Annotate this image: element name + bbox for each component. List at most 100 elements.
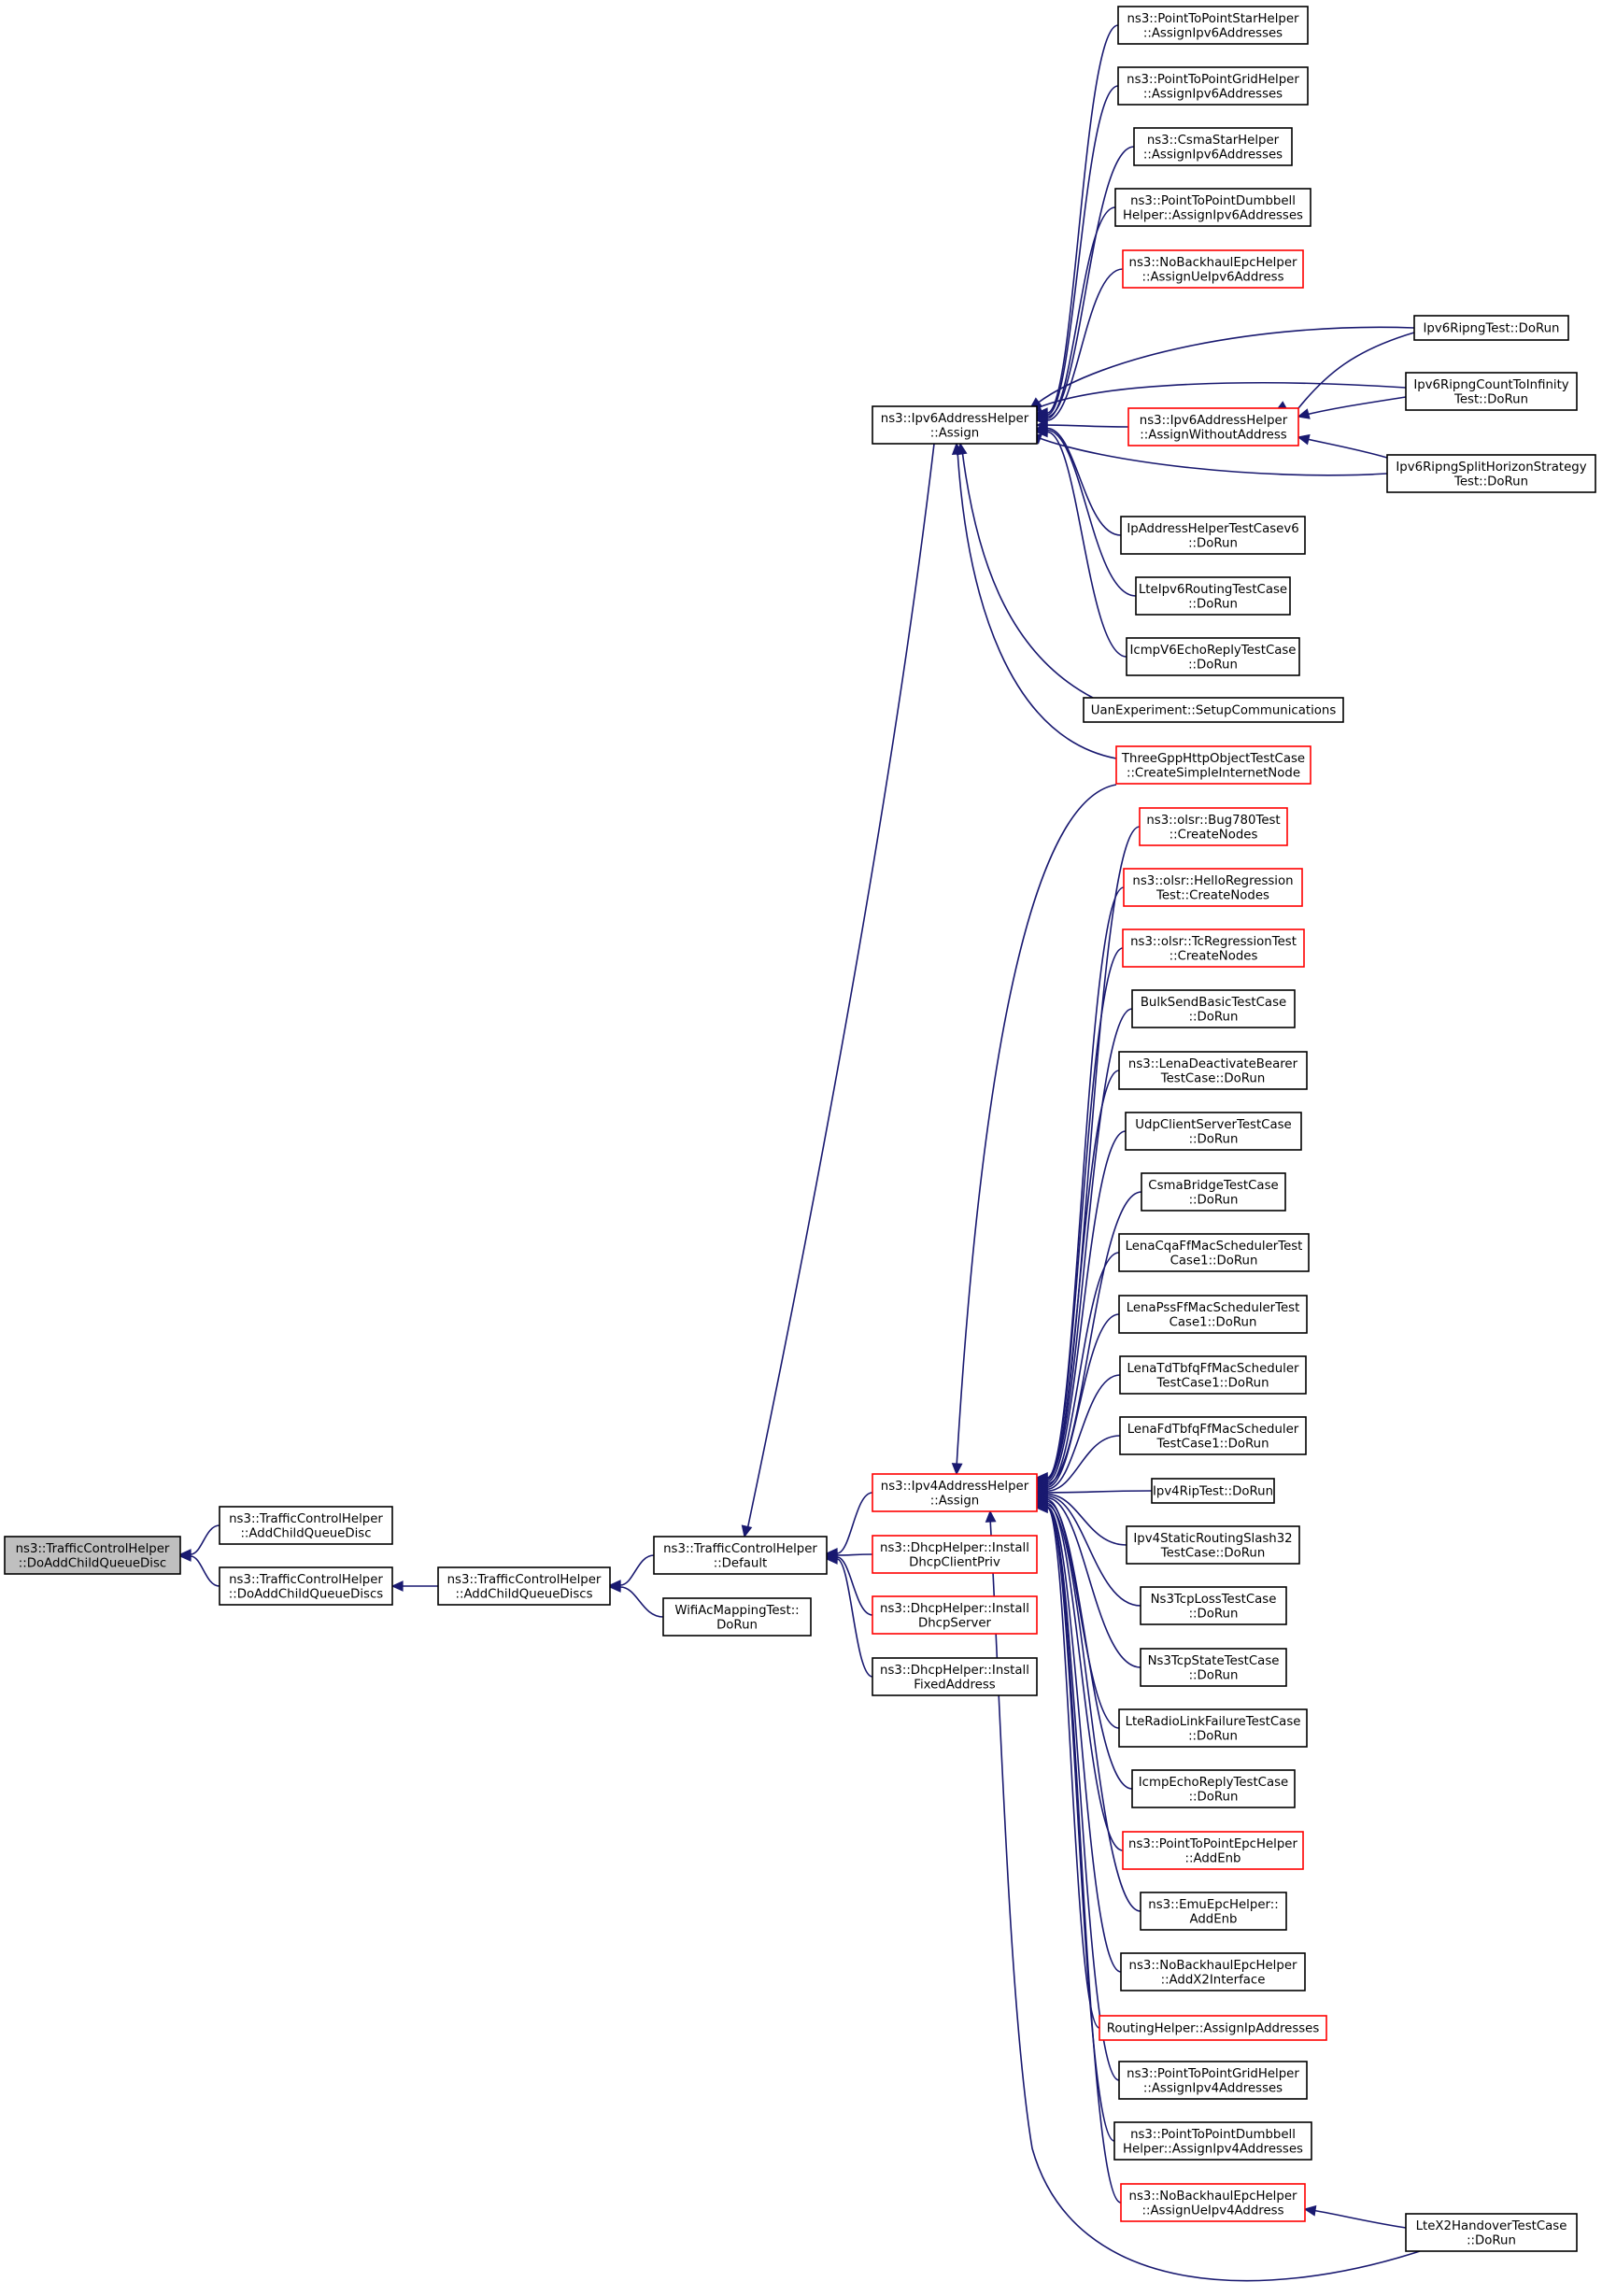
node-label-line: ::CreateNodes bbox=[1170, 949, 1258, 963]
edge-ipv6ripcount-to-ipv6assign bbox=[1028, 382, 1407, 413]
node-p2pgrid6[interactable]: ns3::PointToPointGridHelper::AssignIpv6A… bbox=[1117, 66, 1309, 106]
node-label-line: UdpClientServerTestCase bbox=[1135, 1118, 1291, 1132]
node-nobackhaul6[interactable]: ns3::NoBackhaulEpcHelper::AssignUeIpv6Ad… bbox=[1122, 249, 1304, 289]
edge-arrowhead bbox=[1297, 433, 1311, 446]
node-label-line: ::Default bbox=[714, 1556, 768, 1570]
node-ipv4assign[interactable]: ns3::Ipv4AddressHelper::Assign bbox=[872, 1473, 1038, 1512]
node-uanexp[interactable]: UanExperiment::SetupCommunications bbox=[1083, 697, 1344, 723]
node-icmpecho[interactable]: IcmpEchoReplyTestCase::DoRun bbox=[1131, 1769, 1296, 1808]
node-tch_doaddchilds[interactable]: ns3::TrafficControlHelper::DoAddChildQue… bbox=[219, 1566, 393, 1606]
node-p2pgrid4[interactable]: ns3::PointToPointGridHelper::AssignIpv4A… bbox=[1118, 2061, 1308, 2100]
node-threegpp[interactable]: ThreeGppHttpObjectTestCase::CreateSimple… bbox=[1115, 745, 1311, 785]
node-label-line: ::DoRun bbox=[1188, 658, 1238, 672]
edge-line bbox=[1297, 396, 1407, 418]
edge-line bbox=[1046, 424, 1129, 428]
edge-line bbox=[190, 1524, 220, 1555]
node-label-line: ::DoRun bbox=[1189, 1010, 1239, 1024]
node-lteipv6[interactable]: LteIpv6RoutingTestCase::DoRun bbox=[1135, 576, 1291, 616]
node-tch_addchilds[interactable]: ns3::TrafficControlHelper::AddChildQueue… bbox=[437, 1566, 611, 1606]
node-udpcs[interactable]: UdpClientServerTestCase::DoRun bbox=[1125, 1112, 1302, 1151]
node-label-line: FixedAddress bbox=[914, 1678, 995, 1692]
node-ipv6without[interactable]: ns3::Ipv6AddressHelper::AssignWithoutAdd… bbox=[1127, 407, 1299, 446]
node-label-line: ns3::TrafficControlHelper bbox=[447, 1573, 602, 1587]
edge-uanexp-to-ipv6assign bbox=[956, 442, 1094, 699]
node-label-line: ns3::TrafficControlHelper bbox=[663, 1542, 817, 1556]
node-label-line: ns3::TrafficControlHelper bbox=[229, 1573, 383, 1587]
node-box bbox=[1131, 989, 1296, 1028]
node-label-line: Ipv6RipngTest::DoRun bbox=[1424, 322, 1560, 336]
node-p2pdumb4[interactable]: ns3::PointToPointDumbbellHelper::AssignI… bbox=[1113, 2121, 1312, 2161]
node-ns3tcploss[interactable]: Ns3TcpLossTestCase::DoRun bbox=[1140, 1586, 1287, 1625]
node-ipv4rip[interactable]: Ipv4RipTest::DoRun bbox=[1151, 1478, 1275, 1504]
node-box bbox=[437, 1566, 611, 1606]
node-ns3tcpstate[interactable]: Ns3TcpStateTestCase::DoRun bbox=[1140, 1648, 1287, 1687]
node-tch_addchild[interactable]: ns3::TrafficControlHelper::AddChildQueue… bbox=[219, 1506, 393, 1545]
node-label-line: ::DoRun bbox=[1189, 1607, 1239, 1621]
edge-line bbox=[836, 1556, 873, 1616]
edge-line bbox=[746, 443, 935, 1531]
node-bulksend[interactable]: BulkSendBasicTestCase::DoRun bbox=[1131, 989, 1296, 1028]
edge-line bbox=[1046, 1507, 1120, 2081]
edge-line bbox=[1046, 1502, 1124, 1851]
node-label-line: ::DoRun bbox=[1467, 2233, 1516, 2247]
node-box bbox=[1413, 315, 1569, 341]
node-box bbox=[1118, 1295, 1308, 1334]
node-label-line: ::AddEnb bbox=[1185, 1851, 1241, 1865]
edge-line bbox=[1046, 1507, 1122, 2204]
edge-arrowhead bbox=[985, 1509, 997, 1523]
edge-line bbox=[989, 1517, 1421, 2282]
node-ltex2[interactable]: LteX2HandoverTestCase::DoRun bbox=[1405, 2213, 1578, 2252]
node-box bbox=[1119, 1416, 1307, 1455]
node-box bbox=[872, 1657, 1038, 1696]
edge-arrowhead bbox=[951, 442, 963, 455]
node-olsrtc[interactable]: ns3::olsr::TcRegressionTest::CreateNodes bbox=[1122, 928, 1305, 968]
node-nobackhaul4[interactable]: ns3::NoBackhaulEpcHelper::AssignUeIpv4Ad… bbox=[1120, 2183, 1306, 2222]
node-tch_default[interactable]: ns3::TrafficControlHelper::Default bbox=[653, 1536, 828, 1575]
node-icmpv6echo[interactable]: IcmpV6EchoReplyTestCase::DoRun bbox=[1126, 637, 1300, 676]
edge-csmastar6-to-ipv6assign bbox=[1035, 146, 1135, 422]
node-routinghelper[interactable]: RoutingHelper::AssignIpAddresses bbox=[1099, 2015, 1327, 2041]
node-box bbox=[1120, 2183, 1306, 2222]
edge-line bbox=[1046, 1435, 1121, 1492]
node-p2pepc[interactable]: ns3::PointToPointEpcHelper::AddEnb bbox=[1122, 1831, 1304, 1870]
edge-line bbox=[1046, 431, 1127, 658]
node-ipv6assign[interactable]: ns3::Ipv6AddressHelper::Assign bbox=[872, 405, 1038, 445]
edge-arrowhead bbox=[608, 1581, 621, 1593]
node-p2pstar6[interactable]: ns3::PointToPointStarHelper::AssignIpv6A… bbox=[1117, 6, 1309, 45]
node-p2pdumb6[interactable]: ns3::PointToPointDumbbellHelper::AssignI… bbox=[1114, 188, 1311, 227]
node-label-line: ns3::TrafficControlHelper bbox=[229, 1512, 383, 1526]
node-olsrbug[interactable]: ns3::olsr::Bug780Test::CreateNodes bbox=[1139, 807, 1288, 846]
node-ipv6ripng[interactable]: Ipv6RipngTest::DoRun bbox=[1413, 315, 1569, 341]
edge-line bbox=[190, 1555, 220, 1587]
node-root: ns3::TrafficControlHelper::DoAddChildQue… bbox=[4, 1536, 181, 1575]
node-label-line: ::DoAddChildQueueDisc bbox=[19, 1556, 166, 1570]
node-label-line: ns3::Ipv6AddressHelper bbox=[1140, 414, 1288, 428]
node-lteradio[interactable]: LteRadioLinkFailureTestCase::DoRun bbox=[1118, 1708, 1308, 1748]
node-csmabridge[interactable]: CsmaBridgeTestCase::DoRun bbox=[1141, 1172, 1286, 1212]
node-emuepc[interactable]: ns3::EmuEpcHelper::AddEnb bbox=[1140, 1892, 1287, 1931]
node-box bbox=[1120, 516, 1306, 555]
node-olsrhello[interactable]: ns3::olsr::HelloRegressionTest::CreateNo… bbox=[1123, 868, 1303, 907]
edge-arrowhead bbox=[1297, 408, 1311, 419]
edge-line bbox=[1046, 1506, 1122, 1973]
node-label-line: ns3::DhcpHelper::Install bbox=[880, 1664, 1029, 1678]
node-nobackhaulx2[interactable]: ns3::NoBackhaulEpcHelper::AddX2Interface bbox=[1120, 1952, 1306, 1991]
edge-line bbox=[1046, 947, 1124, 1479]
node-csmastar6[interactable]: ns3::CsmaStarHelper::AssignIpv6Addresses bbox=[1133, 127, 1293, 166]
node-label-line: ::AssignUeIpv4Address bbox=[1141, 2204, 1283, 2218]
node-label-line: Ns3TcpStateTestCase bbox=[1148, 1654, 1280, 1668]
node-wifiac[interactable]: WifiAcMappingTest::DoRun bbox=[662, 1597, 812, 1637]
node-ipaddrv6[interactable]: IpAddressHelperTestCasev6::DoRun bbox=[1120, 516, 1306, 555]
node-label-line: ::DoRun bbox=[1188, 1729, 1238, 1743]
